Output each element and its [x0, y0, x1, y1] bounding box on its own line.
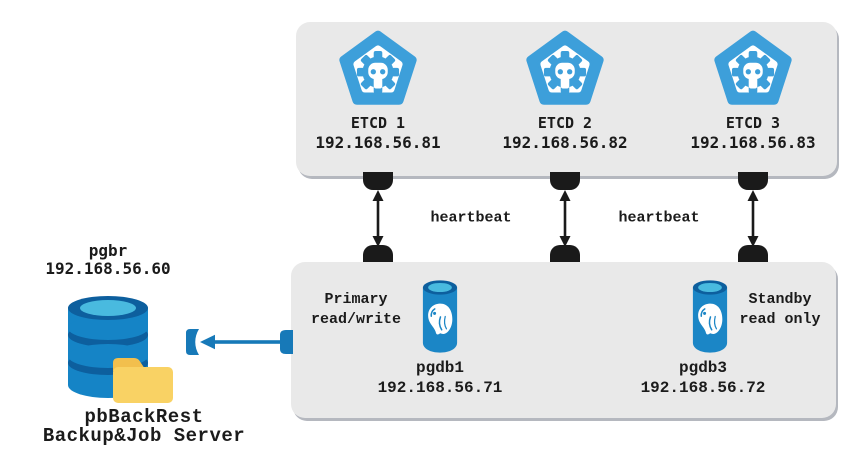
pgdb1-ip: 192.168.56.71 — [377, 379, 503, 397]
etcd-icon — [339, 30, 417, 108]
connector-tab — [363, 245, 393, 263]
pg-cluster-box — [291, 262, 836, 418]
etcd-node-3: ETCD 3 192.168.56.83 — [658, 30, 848, 153]
connector-tab — [550, 245, 580, 263]
pg-standby-role-line1: Standby — [748, 291, 812, 308]
pgbr-name: pgbr — [88, 241, 128, 260]
etcd-icon — [714, 30, 792, 108]
postgres-db-icon — [421, 277, 459, 355]
etcd2-name: ETCD 2 — [537, 114, 593, 132]
backup-caption-line2: Backup&Job Server — [42, 425, 246, 447]
etcd1-name: ETCD 1 — [350, 114, 406, 132]
etcd3-name: ETCD 3 — [725, 114, 781, 132]
etcd1-ip: 192.168.56.81 — [315, 133, 441, 152]
heartbeat-arrow — [747, 190, 759, 247]
folder-icon — [110, 355, 176, 405]
connector-tab — [738, 245, 768, 263]
etcd3-ip: 192.168.56.83 — [690, 133, 816, 152]
etcd2-ip: 192.168.56.82 — [502, 133, 628, 152]
backup-caption: pbBackRest Backup&Job Server — [10, 408, 278, 446]
connector-tab — [550, 172, 580, 190]
backup-caption-line1: pbBackRest — [84, 406, 204, 428]
heartbeat-arrow — [559, 190, 571, 247]
pg-primary-role-line2: read/write — [310, 311, 401, 328]
heartbeat-arrow — [372, 190, 384, 247]
pgbr-ip: 192.168.56.60 — [45, 259, 171, 278]
pgdb1-caption: pgdb1 192.168.56.71 — [330, 358, 550, 398]
pg-primary-role-line1: Primary — [324, 291, 388, 308]
backup-arrow — [186, 329, 293, 355]
etcd-node-1: ETCD 1 192.168.56.81 — [283, 30, 473, 153]
etcd-node-2: ETCD 2 192.168.56.82 — [470, 30, 660, 153]
heartbeat-label-1: heartbeat — [430, 209, 512, 227]
pgdb3-ip: 192.168.56.72 — [640, 379, 766, 397]
etcd-icon — [526, 30, 604, 108]
pg-standby-role: Standby read only — [695, 290, 853, 330]
pgdb1-name: pgdb1 — [415, 359, 464, 377]
connector-tab — [738, 172, 768, 190]
pg-standby-role-line2: read only — [739, 311, 821, 328]
pgbr-caption: pgbr 192.168.56.60 — [28, 242, 188, 278]
connector-tab — [363, 172, 393, 190]
pgdb3-name: pgdb3 — [678, 359, 727, 377]
postgres-db-icon — [691, 277, 729, 355]
heartbeat-label-2: heartbeat — [618, 209, 700, 227]
pgdb3-caption: pgdb3 192.168.56.72 — [593, 358, 813, 398]
pg-primary-role: Primary read/write — [271, 290, 441, 330]
